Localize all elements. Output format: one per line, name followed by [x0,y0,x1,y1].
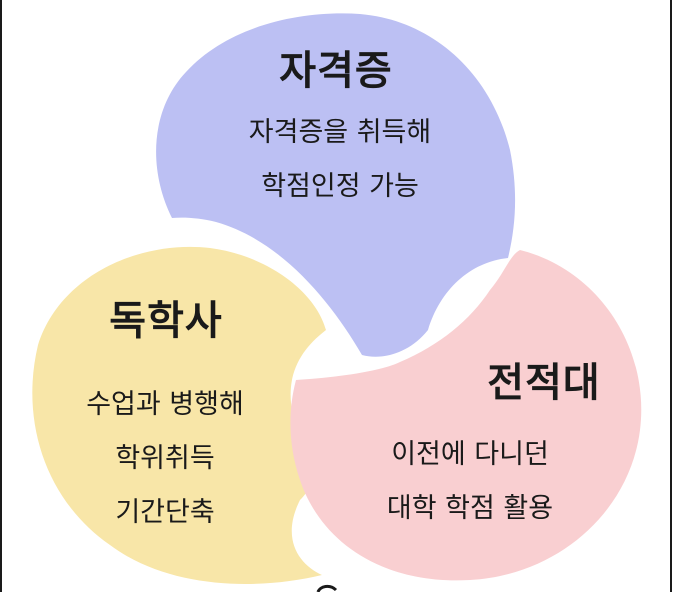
transfer-blob [290,250,642,581]
transfer-title: 전적대 [487,360,601,406]
self-study-blob [32,246,327,584]
self-study-line-3: 기간단축 [115,497,215,528]
self-study-title: 독학사 [109,298,223,344]
certificate-blob [156,13,516,357]
certificate-line-2: 학점인정 가능 [261,171,419,202]
certificate-title: 자격증 [279,48,393,94]
self-study-line-2: 학위취득 [115,443,215,474]
certificate-line-1: 자격증을 취득해 [248,117,432,148]
right-border [670,0,672,592]
left-border [0,0,2,592]
transfer-line-2: 대학 학점 활용 [386,493,554,524]
bottom-arc [316,584,338,592]
self-study-line-1: 수업과 병행해 [86,389,244,420]
transfer-line-1: 이전에 다니던 [391,439,549,470]
